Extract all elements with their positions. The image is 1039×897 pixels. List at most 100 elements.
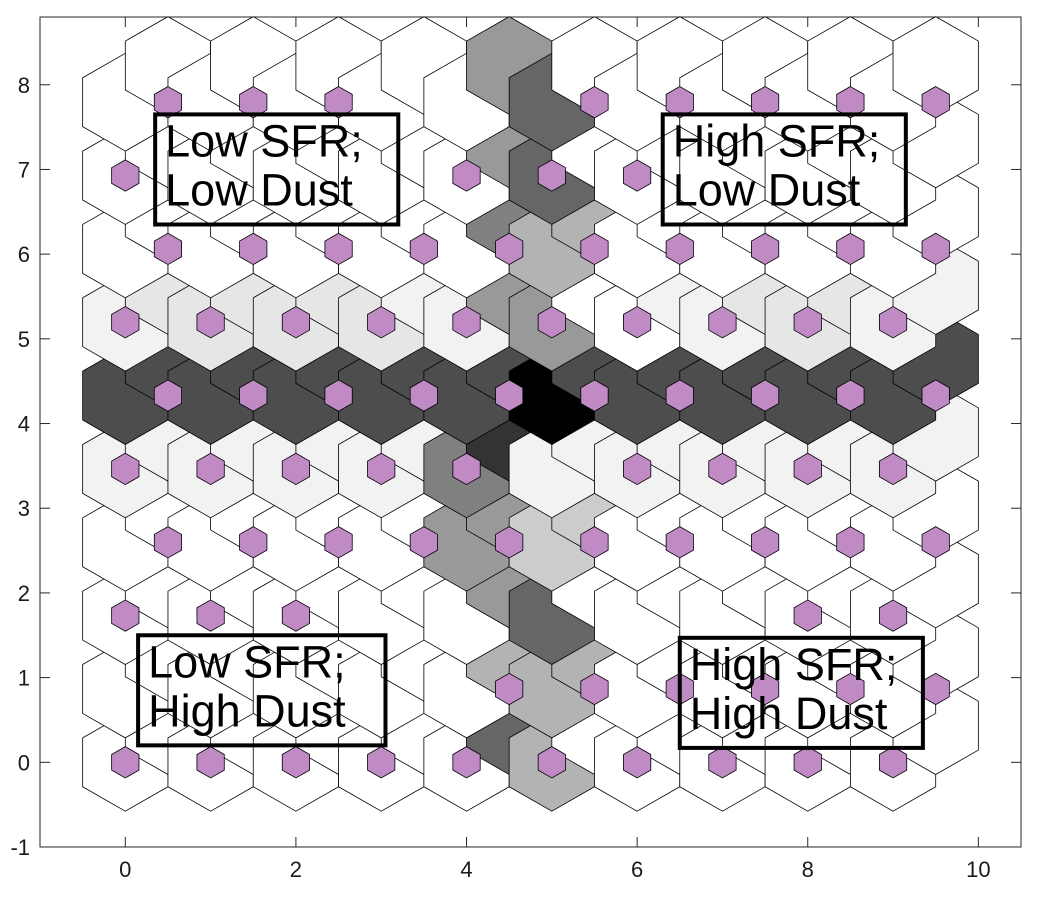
marker-hexagon	[452, 306, 481, 339]
x-tick-label: 4	[460, 857, 472, 882]
marker-hexagon	[324, 526, 353, 559]
marker-hexagon	[665, 232, 694, 266]
annotation-frame	[660, 112, 908, 227]
marker-hexagon	[281, 599, 310, 632]
marker-hexagon	[196, 452, 225, 486]
y-tick-label: 5	[18, 327, 30, 352]
marker-hexagon	[751, 379, 780, 412]
marker-hexagon	[495, 526, 524, 559]
marker-hexagon	[580, 526, 609, 559]
marker-hexagon	[708, 452, 737, 486]
marker-hexagon	[111, 746, 140, 779]
marker-hexagon	[324, 86, 353, 119]
x-tick-label: 6	[631, 857, 643, 882]
marker-hexagon	[836, 86, 865, 119]
marker-hexagon	[324, 232, 353, 266]
marker-hexagon	[921, 232, 950, 266]
marker-hexagon	[153, 86, 183, 119]
marker-hexagon	[196, 746, 225, 779]
marker-hexagon	[409, 526, 438, 559]
marker-hexagon	[239, 86, 268, 119]
annotation-box: High SFR;Low Dust	[660, 112, 908, 227]
axes-frame	[39, 16, 1022, 848]
y-tick-label: 0	[18, 750, 30, 775]
marker-hexagon	[153, 232, 183, 266]
y-tick-label: 3	[18, 496, 30, 521]
y-tick-label: 4	[18, 412, 30, 437]
marker-hexagon	[111, 599, 140, 632]
marker-hexagon	[836, 526, 865, 559]
annotation-label: Low Dust	[165, 164, 353, 215]
marker-hexagon	[281, 452, 310, 486]
marker-hexagon	[878, 306, 908, 339]
x-tick-label: 10	[966, 857, 990, 882]
y-tick-label: 7	[18, 157, 30, 182]
marker-hexagon	[751, 526, 780, 559]
annotation-label: High SFR;	[673, 115, 881, 166]
marker-hexagon	[409, 379, 438, 412]
marker-hexagon	[495, 672, 524, 706]
marker-hexagon	[281, 746, 310, 779]
marker-hexagon	[452, 159, 481, 192]
marker-hexagon	[111, 452, 140, 486]
marker-hexagon	[367, 452, 396, 486]
marker-hexagon	[537, 306, 566, 339]
annotation-label: Low SFR;	[148, 636, 346, 687]
marker-hexagon	[708, 306, 737, 339]
marker-hexagon	[623, 746, 652, 779]
annotation-label: Low Dust	[673, 164, 861, 215]
annotation-box: High SFR;High Dust	[677, 635, 925, 750]
marker-hexagon	[921, 86, 950, 119]
annotation-box: Low SFR;High Dust	[136, 633, 388, 748]
marker-hexagon	[836, 379, 865, 412]
marker-hexagon	[623, 159, 652, 192]
annotation-label: High Dust	[148, 685, 346, 736]
marker-hexagon	[239, 232, 268, 266]
marker-hexagon	[111, 159, 140, 192]
marker-hexagon	[665, 379, 694, 412]
marker-hexagon	[580, 232, 609, 266]
marker-hexagon	[281, 306, 310, 339]
marker-hexagon	[367, 746, 396, 779]
y-tick-label: 1	[18, 666, 30, 691]
marker-hexagon	[878, 452, 908, 486]
marker-hexagon	[495, 379, 524, 412]
marker-hexagon	[751, 672, 780, 706]
marker-hexagon	[537, 746, 566, 779]
marker-hexagon	[623, 306, 652, 339]
marker-hexagon	[196, 306, 225, 339]
y-tick-label: 8	[18, 73, 30, 98]
annotation-frame	[153, 112, 401, 227]
marker-hexagon	[793, 746, 822, 779]
x-tick-label: 2	[290, 857, 302, 882]
marker-hexagon	[793, 452, 822, 486]
marker-hexagon	[153, 526, 183, 559]
marker-hexagon	[239, 379, 268, 412]
y-tick-label: -1	[10, 835, 30, 860]
marker-hexagon	[367, 306, 396, 339]
marker-hexagon	[921, 379, 950, 412]
marker-hexagon	[793, 306, 822, 339]
marker-hexagon	[239, 526, 268, 559]
marker-hexagon	[153, 379, 183, 412]
marker-hexagon	[580, 379, 609, 412]
marker-hexagon	[452, 452, 481, 486]
annotation-label: Low SFR;	[165, 115, 363, 166]
marker-hexagon	[751, 86, 780, 119]
marker-hexagon	[836, 232, 865, 266]
marker-hexagon	[665, 86, 694, 119]
marker-hexagon	[793, 599, 822, 632]
marker-hexagon	[580, 86, 609, 119]
marker-hexagon	[878, 599, 908, 632]
y-tick-label: 6	[18, 242, 30, 267]
marker-hexagon	[836, 672, 865, 706]
x-tick-label: 0	[119, 857, 131, 882]
annotation-label: High SFR;	[690, 639, 898, 690]
x-tick-label: 8	[802, 857, 814, 882]
marker-hexagons	[111, 86, 950, 779]
annotation-frame	[677, 635, 925, 750]
annotation-frame	[136, 633, 388, 748]
marker-hexagon	[409, 232, 438, 266]
